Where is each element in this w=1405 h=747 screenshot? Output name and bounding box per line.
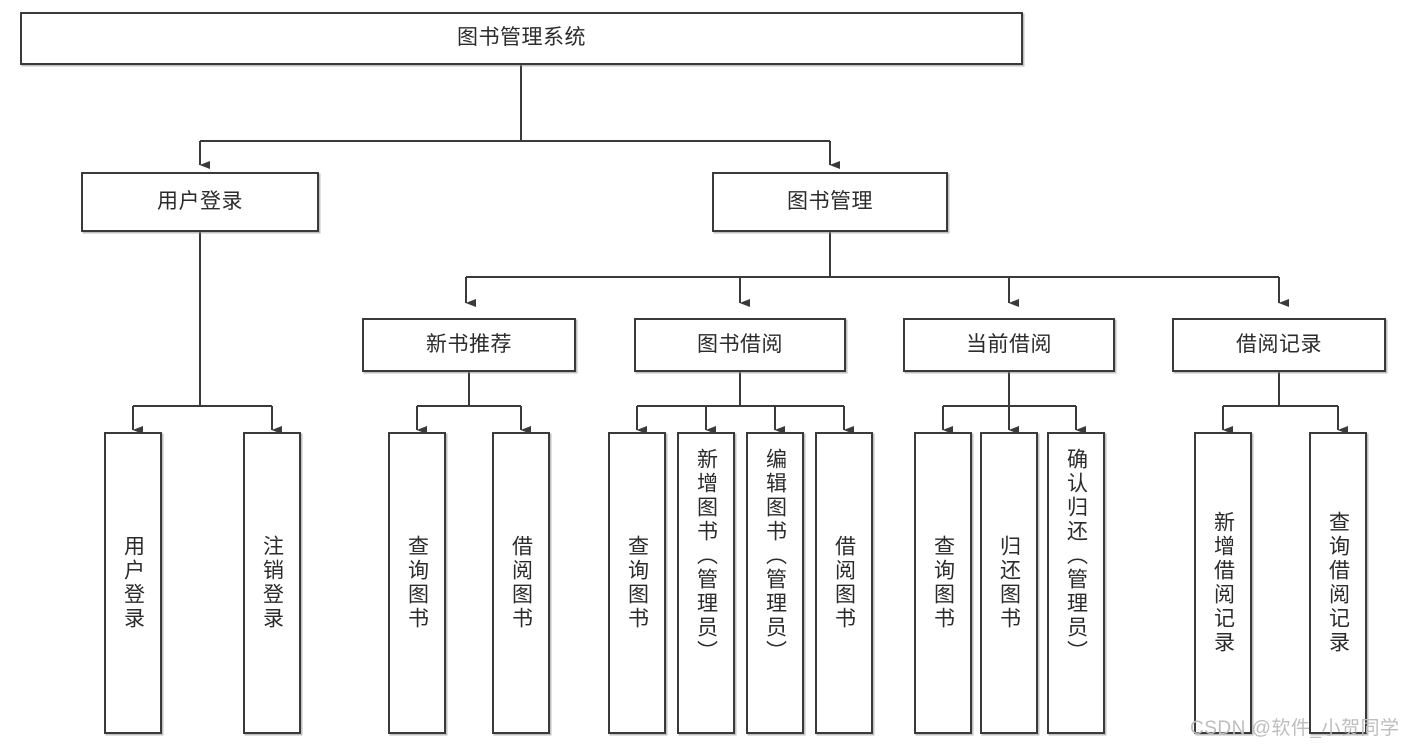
node-leaf-query-book-1[interactable]: 查询图书: [388, 432, 446, 734]
node-current-borrow[interactable]: 当前借阅: [903, 318, 1115, 372]
node-leaf-return-book-label: 归还图书: [997, 535, 1021, 631]
node-leaf-query-book-2-label: 查询图书: [625, 535, 649, 631]
node-book-management[interactable]: 图书管理: [712, 172, 948, 232]
node-user-login[interactable]: 用户登录: [81, 172, 319, 232]
node-leaf-add-book[interactable]: 新增图书（管理员）: [677, 432, 735, 734]
node-leaf-confirm-return[interactable]: 确认归还（管理员）: [1047, 432, 1105, 734]
node-leaf-borrow-book-1-label: 借阅图书: [509, 535, 533, 631]
node-book-management-label: 图书管理: [787, 189, 873, 213]
node-leaf-logout-login-label: 注销登录: [260, 535, 284, 631]
node-leaf-borrow-book-2[interactable]: 借阅图书: [815, 432, 873, 734]
node-leaf-query-book-3[interactable]: 查询图书: [914, 432, 972, 734]
node-leaf-logout-login[interactable]: 注销登录: [243, 432, 301, 734]
node-current-borrow-label: 当前借阅: [966, 332, 1052, 356]
node-leaf-edit-book[interactable]: 编辑图书（管理员）: [746, 432, 804, 734]
node-leaf-add-borrow-record-label: 新增借阅记录: [1211, 511, 1235, 655]
node-leaf-query-book-3-label: 查询图书: [931, 535, 955, 631]
node-book-borrow-label: 图书借阅: [697, 332, 783, 356]
node-leaf-query-borrow-record-label: 查询借阅记录: [1326, 511, 1350, 655]
node-book-borrow[interactable]: 图书借阅: [634, 318, 846, 372]
node-root[interactable]: 图书管理系统: [20, 12, 1023, 65]
node-leaf-query-book-2[interactable]: 查询图书: [608, 432, 666, 734]
node-leaf-return-book[interactable]: 归还图书: [980, 432, 1038, 734]
node-leaf-borrow-book-1[interactable]: 借阅图书: [492, 432, 550, 734]
node-leaf-user-login-label: 用户登录: [121, 535, 145, 631]
node-root-label: 图书管理系统: [457, 26, 586, 50]
node-user-login-label: 用户登录: [157, 189, 243, 213]
node-leaf-add-book-label: 新增图书（管理员）: [694, 448, 718, 664]
node-new-book-recommend[interactable]: 新书推荐: [362, 318, 576, 372]
node-leaf-query-book-1-label: 查询图书: [405, 535, 429, 631]
node-leaf-add-borrow-record[interactable]: 新增借阅记录: [1194, 432, 1252, 734]
node-leaf-edit-book-label: 编辑图书（管理员）: [763, 448, 787, 664]
node-leaf-borrow-book-2-label: 借阅图书: [832, 535, 856, 631]
node-new-book-recommend-label: 新书推荐: [426, 332, 512, 356]
node-leaf-query-borrow-record[interactable]: 查询借阅记录: [1309, 432, 1367, 734]
node-leaf-user-login[interactable]: 用户登录: [104, 432, 162, 734]
node-leaf-confirm-return-label: 确认归还（管理员）: [1064, 448, 1088, 664]
watermark-text: CSDN @软件_小贺同学: [1190, 718, 1400, 739]
node-borrow-record-label: 借阅记录: [1236, 332, 1322, 356]
node-borrow-record[interactable]: 借阅记录: [1172, 318, 1386, 372]
